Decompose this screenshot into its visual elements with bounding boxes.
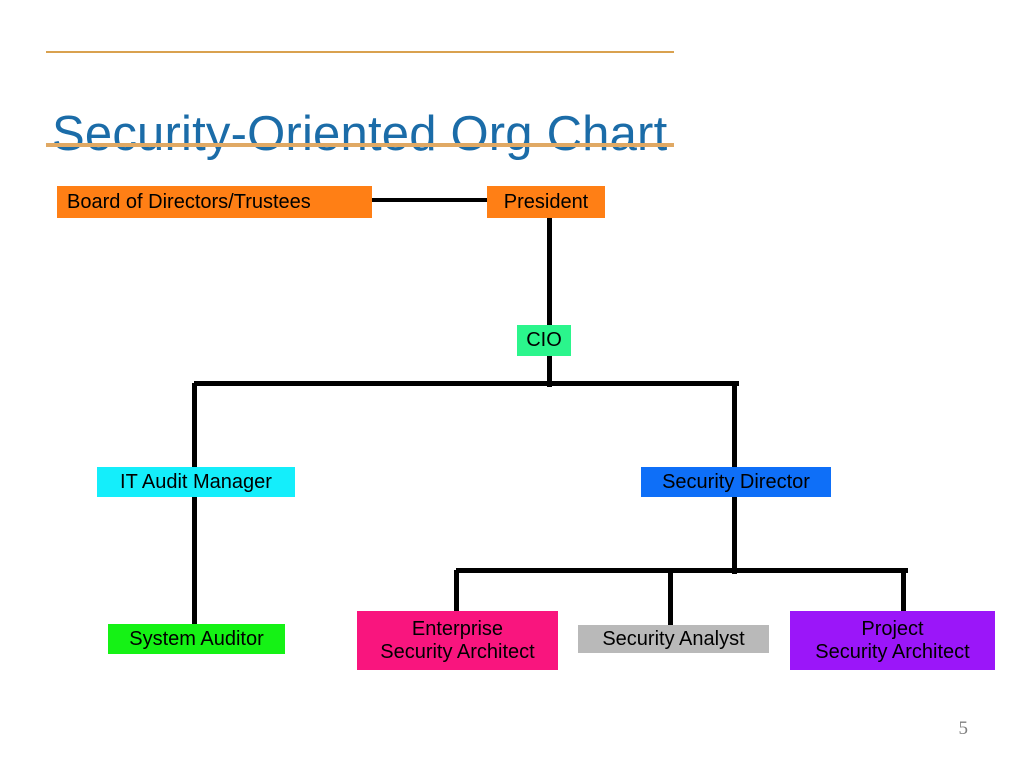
org-node-label: CIO [526, 329, 562, 352]
title-rule-top [46, 51, 674, 53]
org-node-cio[interactable]: CIO [517, 325, 571, 356]
connector-bus-drop-it-audit [192, 383, 197, 469]
org-node-board[interactable]: Board of Directors/Trustees [57, 186, 372, 218]
org-node-security-analyst[interactable]: Security Analyst [578, 625, 769, 653]
org-node-label: Security Analyst [602, 627, 745, 650]
connector-bus-drop-analyst [668, 570, 673, 627]
org-node-label: System Auditor [129, 627, 264, 650]
connector-bus-drop-project [901, 570, 906, 613]
org-node-president[interactable]: President [487, 186, 605, 218]
connector-bus-drop-security-director [732, 383, 737, 469]
page-number: 5 [958, 718, 969, 739]
org-node-security-director[interactable]: Security Director [641, 467, 831, 497]
org-node-label: Project Security Architect [815, 618, 970, 663]
connector-board-to-president [372, 198, 488, 202]
org-node-label: Enterprise Security Architect [380, 618, 535, 663]
connector-bus-drop-enterprise [454, 570, 459, 613]
org-node-label: IT Audit Manager [120, 470, 272, 493]
page-title: Security-Oriented Org Chart [52, 106, 668, 161]
org-node-label: Board of Directors/Trustees [67, 190, 311, 213]
connector-cio-drop-to-bus [547, 356, 552, 387]
connector-security-director-drop [732, 497, 737, 574]
connector-it-audit-to-system-auditor [192, 497, 197, 626]
connector-president-to-cio [547, 218, 552, 326]
org-node-system-auditor[interactable]: System Auditor [108, 624, 285, 654]
connector-cio-children-bus [194, 381, 739, 386]
org-node-label: President [503, 190, 589, 213]
org-node-project-security-architect[interactable]: Project Security Architect [790, 611, 995, 670]
org-node-label: Security Director [662, 470, 810, 493]
title-rule-bottom [46, 143, 674, 147]
connector-security-director-children-bus [456, 568, 908, 573]
org-node-it-audit-manager[interactable]: IT Audit Manager [97, 467, 295, 497]
org-node-enterprise-security-architect[interactable]: Enterprise Security Architect [357, 611, 558, 670]
